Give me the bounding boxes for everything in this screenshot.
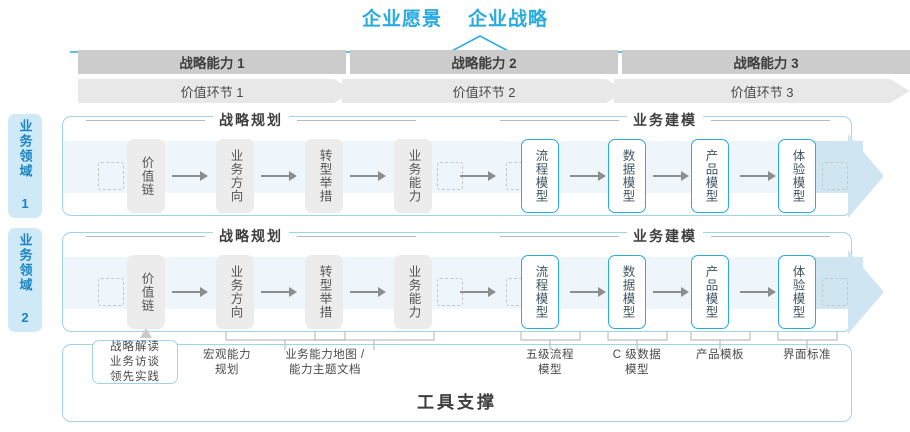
tool-label-five-level-process: 五级流程 模型	[506, 348, 594, 378]
tool-label-line: 能力主题文档	[289, 364, 361, 376]
tool-box-line-2: 业务访谈	[110, 355, 160, 368]
divider-line	[711, 235, 830, 237]
tool-box-line-3: 领先实践	[110, 370, 160, 383]
divider-line	[86, 119, 205, 121]
row-2-arrow-head	[848, 250, 884, 334]
row-1-arrow-head	[848, 134, 884, 218]
tool-label-line: 五级流程	[526, 349, 574, 361]
value-chain-cell-3[interactable]: 价值环节 3	[622, 79, 902, 103]
flow-arrow	[460, 171, 496, 181]
flow-arrow	[460, 287, 496, 297]
divider-line	[297, 119, 416, 121]
placeholder-box	[822, 278, 848, 306]
node-business-capability-1[interactable]: 业务能力	[394, 139, 432, 213]
row-1-section-planning: 战略规划	[86, 110, 416, 130]
node-data-model-2[interactable]: 数据模型	[608, 255, 646, 329]
divider-line	[297, 235, 416, 237]
top-title-group: 企业愿景 企业战略	[0, 4, 910, 31]
tool-label-line: 规划	[215, 364, 239, 376]
tool-label-capability-map: 业务能力地图 / 能力主题文档	[268, 348, 382, 378]
flow-arrow	[350, 171, 386, 181]
capability-cell-3[interactable]: 战略能力 3	[622, 50, 910, 74]
tool-support-panel	[62, 344, 852, 422]
flow-arrow	[653, 287, 689, 297]
tool-bracket-connectors	[140, 328, 838, 350]
flow-arrow	[570, 287, 606, 297]
flow-arrow	[261, 287, 297, 297]
enterprise-vision-title: 企业愿景	[361, 9, 442, 30]
value-chain-chevrons	[78, 79, 910, 103]
section-label-modeling-2: 业务建模	[627, 226, 703, 246]
node-product-model-2[interactable]: 产品模型	[691, 255, 729, 329]
tool-box-strategy-interpretation[interactable]: 战略解读 业务访谈 领先实践	[92, 340, 178, 384]
tool-label-c-level-data: C 级数据 模型	[594, 348, 680, 378]
divider-line	[86, 235, 205, 237]
tool-label-ui-standard: 界面标准	[764, 348, 850, 363]
tool-label-line: 模型	[625, 364, 649, 376]
value-chain-bar: 价值环节 1 价值环节 2 价值环节 3	[78, 79, 910, 103]
node-experience-model-2[interactable]: 体验模型	[778, 255, 816, 329]
value-chain-label-1: 价值环节 1	[180, 84, 244, 100]
node-business-direction-2[interactable]: 业务方向	[216, 255, 254, 329]
section-label-planning-2: 战略规划	[213, 226, 289, 246]
tool-label-line: 产品模板	[696, 349, 744, 361]
placeholder-box	[98, 162, 124, 190]
section-label-modeling-1: 业务建模	[627, 110, 703, 130]
node-business-direction-1[interactable]: 业务方向	[216, 139, 254, 213]
flow-arrow	[740, 171, 776, 181]
value-chain-cell-2[interactable]: 价值环节 2	[350, 79, 618, 103]
tool-label-line: 模型	[538, 364, 562, 376]
node-experience-model-1[interactable]: 体验模型	[778, 139, 816, 213]
tool-support-title: 工具支撑	[417, 393, 497, 412]
node-process-model-2[interactable]: 流程模型	[521, 255, 559, 329]
divider-line	[500, 119, 619, 121]
row-2-section-modeling: 业务建模	[500, 226, 830, 246]
tool-label-line: 界面标准	[783, 349, 831, 361]
tool-label-product-template: 产品模板	[677, 348, 763, 363]
tool-label-line: 宏观能力	[203, 349, 251, 361]
tool-label-line: C 级数据	[612, 349, 662, 361]
sidebar-item-domain-1[interactable]: 业务领域 1	[8, 114, 42, 218]
flow-arrow	[261, 171, 297, 181]
flow-arrow	[653, 171, 689, 181]
tool-label-line: 业务能力地图 /	[285, 349, 365, 361]
capability-cell-1[interactable]: 战略能力 1	[78, 50, 346, 74]
row-1-section-modeling: 业务建模	[500, 110, 830, 130]
flow-arrow	[570, 171, 606, 181]
value-chain-label-3: 价值环节 3	[730, 84, 794, 100]
section-label-planning-1: 战略规划	[213, 110, 289, 130]
placeholder-box	[98, 278, 124, 306]
flow-arrow	[350, 287, 386, 297]
node-value-chain-1[interactable]: 价值链	[127, 139, 165, 213]
tool-box-line-1: 战略解读	[110, 340, 160, 353]
node-product-model-1[interactable]: 产品模型	[691, 139, 729, 213]
placeholder-box	[822, 162, 848, 190]
flow-arrow	[740, 287, 776, 297]
node-transformation-2[interactable]: 转型举措	[305, 255, 343, 329]
flow-arrow	[172, 287, 208, 297]
node-business-capability-2[interactable]: 业务能力	[394, 255, 432, 329]
node-value-chain-2[interactable]: 价值链	[127, 255, 165, 329]
flow-arrow	[172, 171, 208, 181]
node-data-model-1[interactable]: 数据模型	[608, 139, 646, 213]
tool-label-macro-capability: 宏观能力 规划	[185, 348, 269, 378]
divider-line	[500, 235, 619, 237]
value-chain-label-2: 价值环节 2	[452, 84, 516, 100]
capability-cell-2[interactable]: 战略能力 2	[350, 50, 618, 74]
enterprise-strategy-title: 企业战略	[468, 9, 549, 30]
divider-line	[711, 119, 830, 121]
node-process-model-1[interactable]: 流程模型	[521, 139, 559, 213]
node-transformation-1[interactable]: 转型举措	[305, 139, 343, 213]
sidebar-item-domain-2[interactable]: 业务领域 2	[8, 228, 42, 332]
value-chain-cell-1[interactable]: 价值环节 1	[78, 79, 346, 103]
row-2-section-planning: 战略规划	[86, 226, 416, 246]
